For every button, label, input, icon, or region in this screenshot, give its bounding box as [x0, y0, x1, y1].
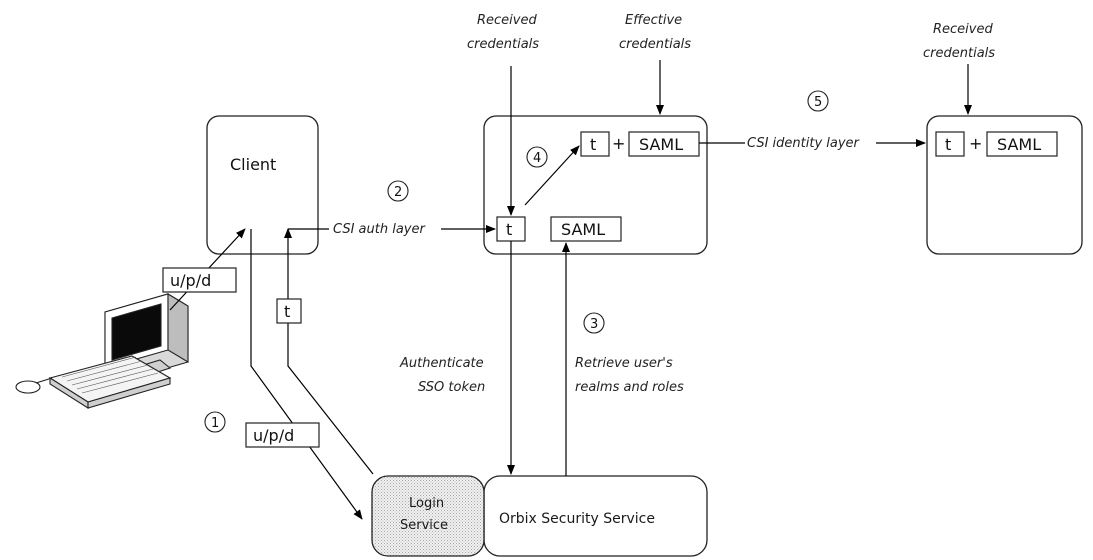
effective-token-t-label: t	[590, 135, 596, 154]
retrieve-label-2: realms and roles	[575, 380, 684, 395]
upd-tag-bottom: u/p/d	[245, 422, 320, 448]
client-label: Client	[230, 155, 276, 174]
target-token-t-box: t	[496, 216, 526, 242]
step-3-label: 3	[590, 317, 598, 332]
effective-credentials-label-1: Effective	[625, 13, 682, 28]
login-service-label-1: Login	[409, 496, 444, 511]
client-box: Client	[206, 115, 319, 255]
downstream-token-t-label: t	[945, 135, 951, 154]
received-credentials-label-1: Received	[477, 13, 537, 28]
upd-tag-bottom-label: u/p/d	[253, 426, 294, 445]
retrieve-label-1: Retrieve user's	[575, 356, 673, 371]
effective-credentials-label-2: credentials	[619, 37, 691, 52]
client-to-login-arrow	[250, 229, 363, 520]
downstream-saml-label: SAML	[997, 135, 1041, 154]
downstream-received-label-1: Received	[933, 22, 993, 37]
step-5-marker: 5	[807, 90, 829, 112]
login-service-label-2: Service	[400, 518, 448, 533]
login-to-client-arrow	[284, 228, 374, 475]
effective-plus: +	[612, 134, 625, 153]
downstream-token-t-box: t	[935, 131, 965, 157]
login-service-box: Login Service	[371, 475, 485, 557]
downstream-saml-box: SAML	[986, 131, 1058, 157]
effective-saml-label: SAML	[639, 135, 683, 154]
security-service-box: Orbix Security Service	[483, 475, 708, 557]
effective-token-t-box: t	[580, 131, 610, 157]
target-token-t-label: t	[506, 220, 512, 239]
effective-saml-box: SAML	[628, 131, 700, 157]
security-service-label: Orbix Security Service	[499, 511, 655, 527]
step-4-label: 4	[533, 151, 541, 166]
upd-tag-top-label: u/p/d	[170, 271, 211, 290]
step-2-label: 2	[394, 185, 402, 200]
step-1-label: 1	[211, 416, 219, 431]
csi-identity-layer-label: CSI identity layer	[747, 136, 861, 151]
step4-arrow	[524, 145, 580, 206]
authenticate-label-2: SSO token	[418, 380, 485, 395]
target-saml-box: SAML	[550, 216, 622, 242]
step-4-marker: 4	[526, 146, 548, 168]
step-5-label: 5	[814, 95, 822, 110]
target-saml-label: SAML	[561, 220, 605, 239]
step-2-marker: 2	[387, 180, 409, 202]
token-tag: t	[276, 298, 302, 324]
token-tag-label: t	[284, 302, 290, 321]
downstream-plus: +	[969, 134, 982, 153]
upd-tag-top: u/p/d	[162, 267, 237, 293]
received-credentials-label-2: credentials	[467, 37, 539, 52]
authenticate-label-1: Authenticate	[399, 356, 484, 371]
step-3-marker: 3	[583, 312, 605, 334]
computer-icon	[15, 293, 189, 409]
step-1-marker: 1	[204, 411, 226, 433]
downstream-received-label-2: credentials	[923, 46, 995, 61]
csi-auth-layer-label: CSI auth layer	[333, 222, 426, 237]
